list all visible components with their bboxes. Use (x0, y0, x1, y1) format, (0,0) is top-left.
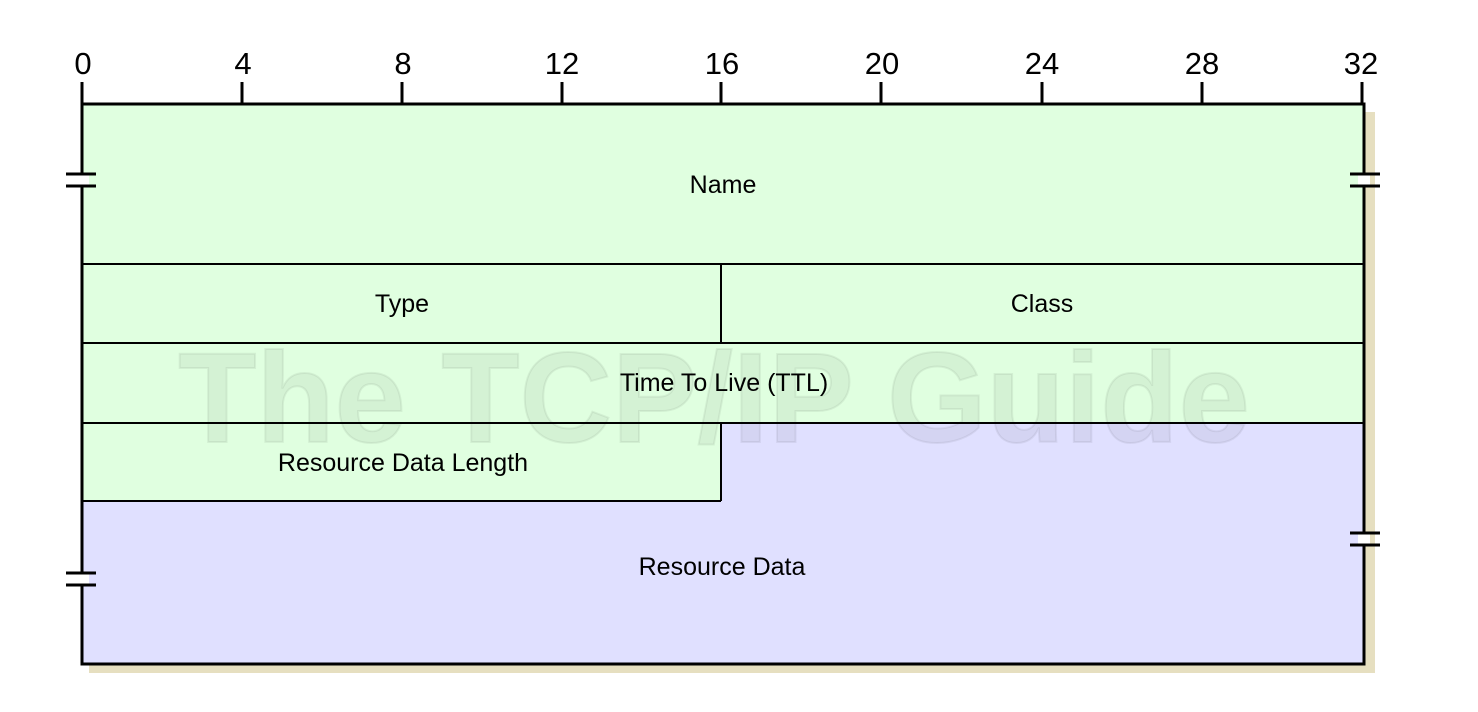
tick-label: 32 (1344, 46, 1378, 81)
type-field (82, 264, 721, 343)
variable-length-markers (66, 172, 1380, 587)
rdata-right-break-marker (1350, 531, 1380, 547)
rdata-left-break-marker (66, 571, 96, 587)
outer-border (80, 102, 1366, 666)
tick-label: 24 (1025, 46, 1059, 81)
type-field-label: Type (375, 290, 429, 318)
bit-ruler-labels: 0 4 8 12 16 20 24 28 32 (74, 46, 1378, 81)
tick-label: 8 (394, 46, 411, 81)
name-left-break-marker (66, 172, 96, 188)
tick-label: 12 (545, 46, 579, 81)
ttl-field-label: Time To Live (TTL) (620, 369, 828, 397)
rdlength-field (82, 423, 721, 501)
name-field-label: Name (690, 171, 757, 199)
ttl-field (82, 343, 1364, 423)
class-field (721, 264, 1364, 343)
tick-label: 4 (234, 46, 251, 81)
bit-ruler-ticks (80, 82, 1364, 104)
name-field (82, 104, 1364, 264)
tick-label: 20 (865, 46, 899, 81)
watermark-text: The TCP/IP Guide (178, 327, 1250, 470)
tick-label: 16 (705, 46, 739, 81)
class-field-label: Class (1011, 290, 1074, 318)
tick-label: 0 (74, 46, 91, 81)
name-right-break-marker (1350, 172, 1380, 188)
rdata-field (82, 423, 1364, 664)
rdlength-field-label: Resource Data Length (278, 449, 528, 477)
field-borders (82, 263, 1364, 502)
rdata-field-label: Resource Data (639, 553, 806, 581)
tick-label: 28 (1185, 46, 1219, 81)
